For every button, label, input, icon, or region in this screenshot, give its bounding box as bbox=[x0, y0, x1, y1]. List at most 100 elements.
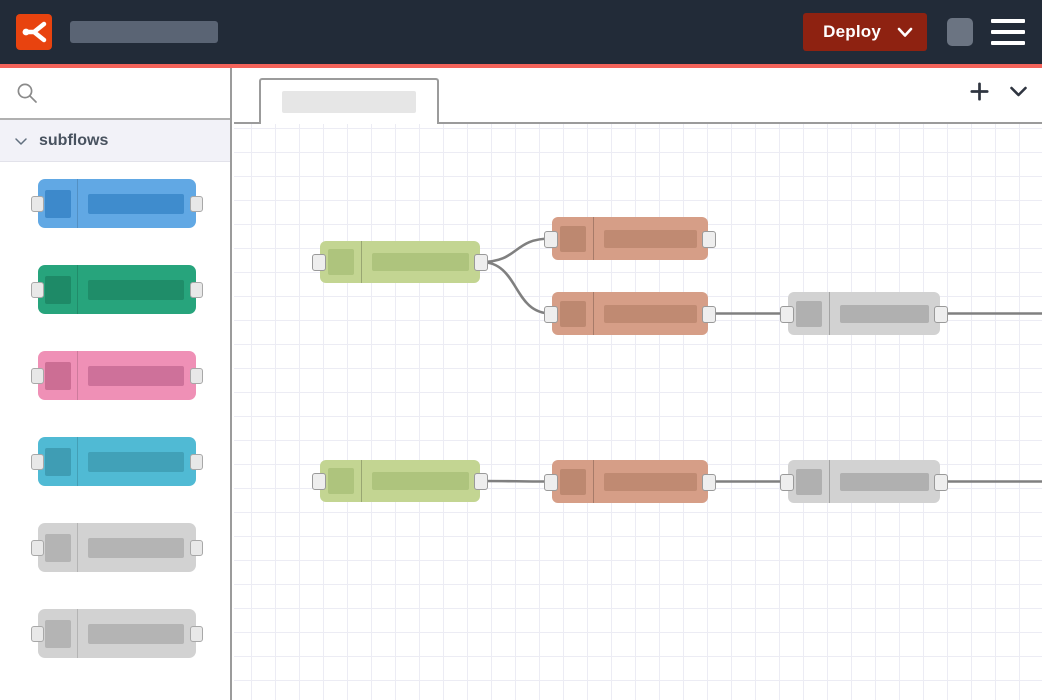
flow-tab-1[interactable] bbox=[259, 78, 439, 124]
node-label bbox=[604, 229, 697, 248]
palette-node-icon bbox=[38, 265, 78, 314]
palette-node-label bbox=[88, 537, 184, 558]
node-label bbox=[604, 472, 697, 491]
node-body bbox=[830, 460, 940, 503]
palette-node-label bbox=[88, 451, 184, 472]
hamburger-menu-icon[interactable] bbox=[991, 19, 1025, 45]
palette-node-input-port bbox=[31, 453, 44, 470]
palette-node-body bbox=[78, 609, 196, 658]
search-icon[interactable] bbox=[16, 82, 38, 104]
node-icon bbox=[320, 241, 362, 283]
subflow-node-1[interactable] bbox=[31, 179, 203, 228]
node-output-port[interactable] bbox=[702, 305, 716, 323]
palette-node-input-port bbox=[31, 625, 44, 642]
wire-green-to-salmon-top[interactable] bbox=[480, 237, 552, 264]
flow-tab-label bbox=[282, 91, 416, 113]
chevron-down-icon bbox=[897, 27, 913, 37]
palette-category-subflows[interactable]: subflows bbox=[0, 120, 230, 162]
palette-node-input-port bbox=[31, 539, 44, 556]
palette-node-icon bbox=[38, 351, 78, 400]
user-account-button[interactable] bbox=[947, 18, 973, 46]
flow-node-grey-bottom[interactable] bbox=[780, 460, 948, 503]
palette-node-label bbox=[88, 193, 184, 214]
palette-node-body bbox=[78, 523, 196, 572]
node-input-port[interactable] bbox=[780, 305, 794, 323]
node-body bbox=[594, 460, 708, 503]
subflow-node-2[interactable] bbox=[31, 265, 203, 314]
wire-green-to-salmon-bottom[interactable] bbox=[480, 479, 552, 483]
header-accent-bar bbox=[0, 64, 1042, 68]
node-output-port[interactable] bbox=[702, 230, 716, 248]
palette-node-body bbox=[78, 179, 196, 228]
node-body bbox=[594, 217, 708, 260]
node-body bbox=[830, 292, 940, 335]
hamburger-line bbox=[991, 30, 1025, 34]
node-output-port[interactable] bbox=[474, 254, 488, 271]
subflow-node-3[interactable] bbox=[31, 351, 203, 400]
deploy-button-label: Deploy bbox=[823, 22, 881, 41]
flow-node-salmon-bottom[interactable] bbox=[544, 460, 716, 503]
palette-node-output-port bbox=[190, 453, 203, 470]
palette-node-output-port bbox=[190, 539, 203, 556]
palette-node-output-port bbox=[190, 367, 203, 384]
app-header: Deploy bbox=[0, 0, 1042, 64]
flow-tabbar bbox=[234, 68, 1042, 124]
node-icon bbox=[788, 460, 830, 503]
flow-node-green-bottom[interactable] bbox=[312, 460, 488, 502]
palette-node-icon bbox=[38, 179, 78, 228]
flow-node-salmon-top[interactable] bbox=[544, 217, 716, 260]
node-output-port[interactable] bbox=[934, 473, 948, 491]
subflow-node-4[interactable] bbox=[31, 437, 203, 486]
node-body bbox=[362, 460, 480, 502]
wire-green-to-salmon-mid[interactable] bbox=[480, 260, 552, 315]
subflow-node-5[interactable] bbox=[31, 523, 203, 572]
wire-layer bbox=[480, 237, 1042, 483]
node-output-port[interactable] bbox=[934, 305, 948, 323]
node-output-port[interactable] bbox=[474, 473, 488, 490]
palette-sidebar: subflows bbox=[0, 68, 232, 700]
palette-node-body bbox=[78, 265, 196, 314]
node-icon bbox=[552, 460, 594, 503]
palette-node-input-port bbox=[31, 281, 44, 298]
flow-title bbox=[70, 21, 218, 43]
plus-icon[interactable] bbox=[970, 82, 989, 101]
node-icon bbox=[788, 292, 830, 335]
palette-node-icon bbox=[38, 609, 78, 658]
palette-node-output-port bbox=[190, 195, 203, 212]
deploy-button[interactable]: Deploy bbox=[803, 13, 927, 51]
flow-node-green-top[interactable] bbox=[312, 241, 488, 283]
palette-node-icon bbox=[38, 437, 78, 486]
palette-node-output-port bbox=[190, 281, 203, 298]
palette-search-row[interactable] bbox=[0, 68, 230, 120]
palette-node-body bbox=[78, 351, 196, 400]
node-icon bbox=[552, 217, 594, 260]
palette-node-label bbox=[88, 365, 184, 386]
node-input-port[interactable] bbox=[780, 473, 794, 491]
flow-node-grey-mid[interactable] bbox=[780, 292, 948, 335]
palette-node-list bbox=[0, 162, 230, 658]
palette-node-label bbox=[88, 279, 184, 300]
node-input-port[interactable] bbox=[312, 254, 326, 271]
subflow-node-6[interactable] bbox=[31, 609, 203, 658]
hamburger-line bbox=[991, 41, 1025, 45]
palette-node-label bbox=[88, 623, 184, 644]
flow-canvas[interactable] bbox=[234, 68, 1042, 700]
node-output-port[interactable] bbox=[702, 473, 716, 491]
chevron-down-icon[interactable] bbox=[1009, 85, 1028, 98]
tabbar-actions bbox=[970, 82, 1028, 101]
node-icon bbox=[552, 292, 594, 335]
palette-node-icon bbox=[38, 523, 78, 572]
chevron-down-icon bbox=[15, 137, 27, 145]
node-label bbox=[372, 253, 469, 271]
node-label bbox=[372, 472, 469, 490]
node-input-port[interactable] bbox=[544, 473, 558, 491]
node-input-port[interactable] bbox=[544, 230, 558, 248]
node-input-port[interactable] bbox=[312, 473, 326, 490]
flow-node-salmon-mid[interactable] bbox=[544, 292, 716, 335]
palette-category-label: subflows bbox=[39, 131, 109, 149]
palette-node-input-port bbox=[31, 367, 44, 384]
palette-node-body bbox=[78, 437, 196, 486]
hamburger-line bbox=[991, 19, 1025, 23]
node-input-port[interactable] bbox=[544, 305, 558, 323]
